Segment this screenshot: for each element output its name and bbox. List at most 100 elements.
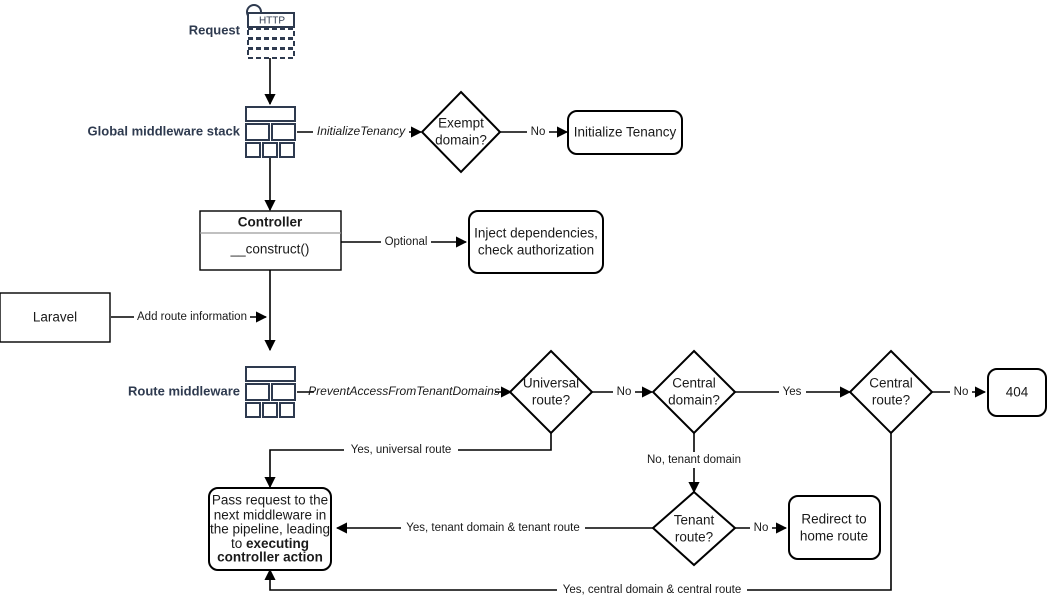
diamond-shape <box>508 349 594 435</box>
node-label-line2: check authorization <box>478 243 594 258</box>
stack-box-mid-right <box>271 383 296 401</box>
node-label-line5-bold: controller action <box>217 550 323 565</box>
edge-label-add-route-information: Add route information <box>137 311 247 323</box>
node-label-line1: Exempt <box>438 116 484 131</box>
label-bg <box>641 452 747 468</box>
node-central-route[interactable]: Central route? <box>848 349 934 435</box>
node-label-line2: domain? <box>668 393 720 408</box>
diamond-shape <box>651 490 737 567</box>
node-redirect-home-route[interactable]: Redirect to home route <box>788 495 881 560</box>
rounded-box-shape <box>468 210 604 274</box>
label-bg <box>313 124 409 140</box>
stack-box-mid-right <box>271 123 296 141</box>
node-label-line2: home route <box>800 529 868 544</box>
label-bg <box>750 520 772 536</box>
edge-label-tenant-route-no: No <box>754 522 769 534</box>
edge-label-universal-no: No <box>617 386 632 398</box>
label-bg <box>950 384 972 400</box>
node-universal-route[interactable]: Universal route? <box>508 349 594 435</box>
rounded-box-shape <box>567 110 683 155</box>
label-bg <box>779 384 806 400</box>
node-label-line4-plain: to <box>231 536 246 551</box>
stack-box-bot-3 <box>279 142 295 158</box>
side-label-global-middleware-stack: Global middleware stack <box>88 123 241 138</box>
edge-label-prevent-access: PreventAccessFromTenantDomains <box>308 384 500 398</box>
edge-labels: InitializeTenancy No Optional Add route … <box>134 124 972 598</box>
edge-label-initialize-tenancy: InitializeTenancy <box>317 124 406 138</box>
stack-box-mid-left <box>245 123 270 141</box>
node-label-line1: Tenant <box>674 513 715 528</box>
http-badge-box <box>247 12 295 28</box>
http-row-2 <box>247 38 295 49</box>
node-label-line1: Redirect to <box>801 512 866 527</box>
controller-body-label: __construct() <box>230 242 310 257</box>
edge-label-optional: Optional <box>385 236 428 248</box>
node-pass-request-to-next-middleware[interactable]: Pass request to the next middleware in t… <box>208 487 332 571</box>
controller-box <box>199 210 342 271</box>
edge-label-yes-universal-route: Yes, universal route <box>351 444 452 456</box>
node-label-line2: route? <box>675 530 713 545</box>
controller-header-label: Controller <box>238 215 303 230</box>
stack-box-bot-2 <box>262 142 278 158</box>
side-labels: Request Global middleware stack Route mi… <box>88 22 241 398</box>
node-central-domain[interactable]: Central domain? <box>651 349 737 435</box>
node-tenant-route[interactable]: Tenant route? <box>651 490 737 567</box>
http-row-3 <box>247 48 295 59</box>
edge-label-central-route-no: No <box>954 386 969 398</box>
node-label: Initialize Tenancy <box>574 125 677 140</box>
node-label-line1: Inject dependencies, <box>474 226 598 241</box>
edge-label-exempt-no: No <box>531 126 546 138</box>
laravel-box <box>0 292 111 343</box>
node-laravel[interactable]: Laravel <box>0 292 111 343</box>
http-row-1 <box>247 28 295 39</box>
label-bg <box>527 124 549 140</box>
edge-label-yes-central-domain-central-route: Yes, central domain & central route <box>563 584 742 596</box>
stack-box-bot-1 <box>245 142 261 158</box>
edge-label-no-tenant-domain: No, tenant domain <box>647 454 741 466</box>
node-label-line3: the pipeline, leading <box>210 522 330 537</box>
node-404[interactable]: 404 <box>987 368 1047 417</box>
stack-box-bot-3 <box>279 402 295 418</box>
label-bg <box>134 309 250 325</box>
diamond-shape <box>848 349 934 435</box>
side-label-route-middleware: Route middleware <box>128 383 240 398</box>
side-label-request: Request <box>189 22 241 37</box>
rounded-box-shape <box>788 495 881 560</box>
label-bg <box>613 384 635 400</box>
node-exempt-domain[interactable]: Exempt domain? <box>420 90 502 174</box>
node-inject-dependencies[interactable]: Inject dependencies, check authorization <box>468 210 604 274</box>
middleware-stack-icon-route <box>245 366 296 418</box>
node-controller[interactable]: Controller __construct() <box>199 210 342 271</box>
node-label-line1: Central <box>672 376 716 391</box>
http-request-icon: HTTP <box>246 4 295 59</box>
edge-label-central-domain-yes: Yes <box>783 386 802 398</box>
node-label-line2: route? <box>872 393 910 408</box>
stack-box-mid-left <box>245 383 270 401</box>
node-label-line4-bold: executing <box>246 536 309 551</box>
label-bg <box>381 234 431 250</box>
node-label-line1: Central <box>869 376 913 391</box>
middleware-stack-icon-global <box>245 106 296 158</box>
stack-box-bot-1 <box>245 402 261 418</box>
rounded-box-shape <box>208 487 332 571</box>
diamond-shape <box>651 349 737 435</box>
node-label-line2: route? <box>532 393 570 408</box>
stack-bar-top <box>245 366 296 382</box>
diamond-shape <box>420 90 502 174</box>
node-label-line1: Universal <box>523 376 579 391</box>
stack-bar-top <box>245 106 296 122</box>
label-bg <box>401 520 585 536</box>
label-bg <box>314 384 495 400</box>
node-label-line2: next middleware in <box>214 508 327 523</box>
label-bg <box>344 442 458 458</box>
stack-box-bot-2 <box>262 402 278 418</box>
node-label-line2: domain? <box>435 133 487 148</box>
node-label: 404 <box>1006 385 1029 400</box>
edge-label-yes-tenant-domain-tenant-route: Yes, tenant domain & tenant route <box>406 522 579 534</box>
node-label-line4: to executing <box>231 536 309 551</box>
label-bg <box>557 582 747 598</box>
rounded-box-shape <box>987 368 1047 417</box>
node-initialize-tenancy[interactable]: Initialize Tenancy <box>567 110 683 155</box>
